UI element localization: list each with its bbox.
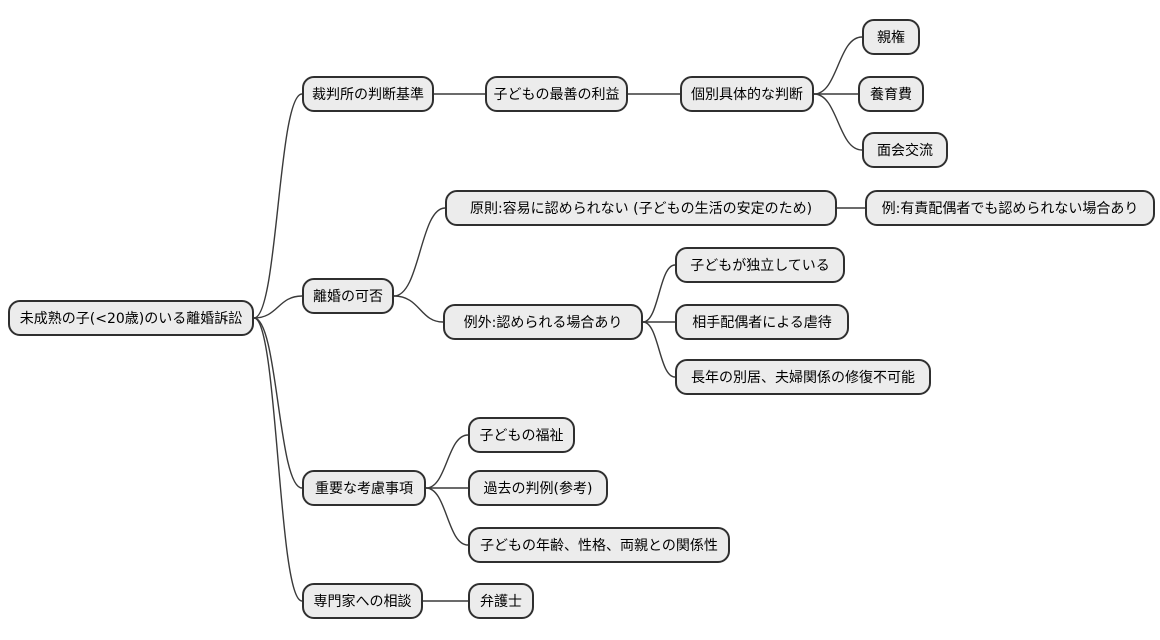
node-child-age-personality[interactable]: 子どもの年齢、性格、両親との関係性 <box>468 527 730 563</box>
link-specific-custody <box>813 36 863 95</box>
node-expert-consultation[interactable]: 専門家への相談 <box>302 583 423 619</box>
node-custody[interactable]: 親権 <box>862 19 920 55</box>
node-child-independent[interactable]: 子どもが独立している <box>675 247 845 283</box>
node-child-welfare[interactable]: 子どもの福祉 <box>468 417 575 453</box>
node-divorce-permissibility[interactable]: 離婚の可否 <box>302 278 394 314</box>
node-best-interest[interactable]: 子どもの最善の利益 <box>485 76 628 112</box>
node-past-precedents[interactable]: 過去の判例(参考) <box>468 470 608 506</box>
link-root-expert <box>253 317 303 602</box>
node-important-considerations[interactable]: 重要な考慮事項 <box>302 470 426 506</box>
link-considerations-welfare <box>425 434 469 489</box>
link-divorce-exception <box>393 295 444 323</box>
node-visitation[interactable]: 面会交流 <box>862 132 948 168</box>
node-exception-granted-cases[interactable]: 例外:認められる場合あり <box>443 304 643 340</box>
node-root[interactable]: 未成熟の子(<20歳)のいる離婚訴訟 <box>8 300 254 336</box>
link-root-criteria <box>253 93 303 319</box>
node-long-separation[interactable]: 長年の別居、夫婦関係の修復不可能 <box>675 359 931 395</box>
link-root-considerations <box>253 317 303 489</box>
node-child-support[interactable]: 養育費 <box>858 76 924 112</box>
link-considerations-age <box>425 487 469 546</box>
link-specific-visitation <box>813 93 863 151</box>
link-divorce-principle <box>393 207 446 297</box>
node-principle-not-easily-granted[interactable]: 原則:容易に認められない (子どもの生活の安定のため) <box>445 190 837 226</box>
node-court-criteria[interactable]: 裁判所の判断基準 <box>302 76 434 112</box>
node-example-guilty-spouse[interactable]: 例:有責配偶者でも認められない場合あり <box>865 190 1155 226</box>
node-lawyer[interactable]: 弁護士 <box>468 583 534 619</box>
link-exception-separation <box>642 321 676 378</box>
link-exception-independent <box>642 264 676 323</box>
node-specific-judgment[interactable]: 個別具体的な判断 <box>680 76 814 112</box>
node-spouse-abuse[interactable]: 相手配偶者による虐待 <box>675 304 849 340</box>
link-root-divorce <box>253 295 303 319</box>
